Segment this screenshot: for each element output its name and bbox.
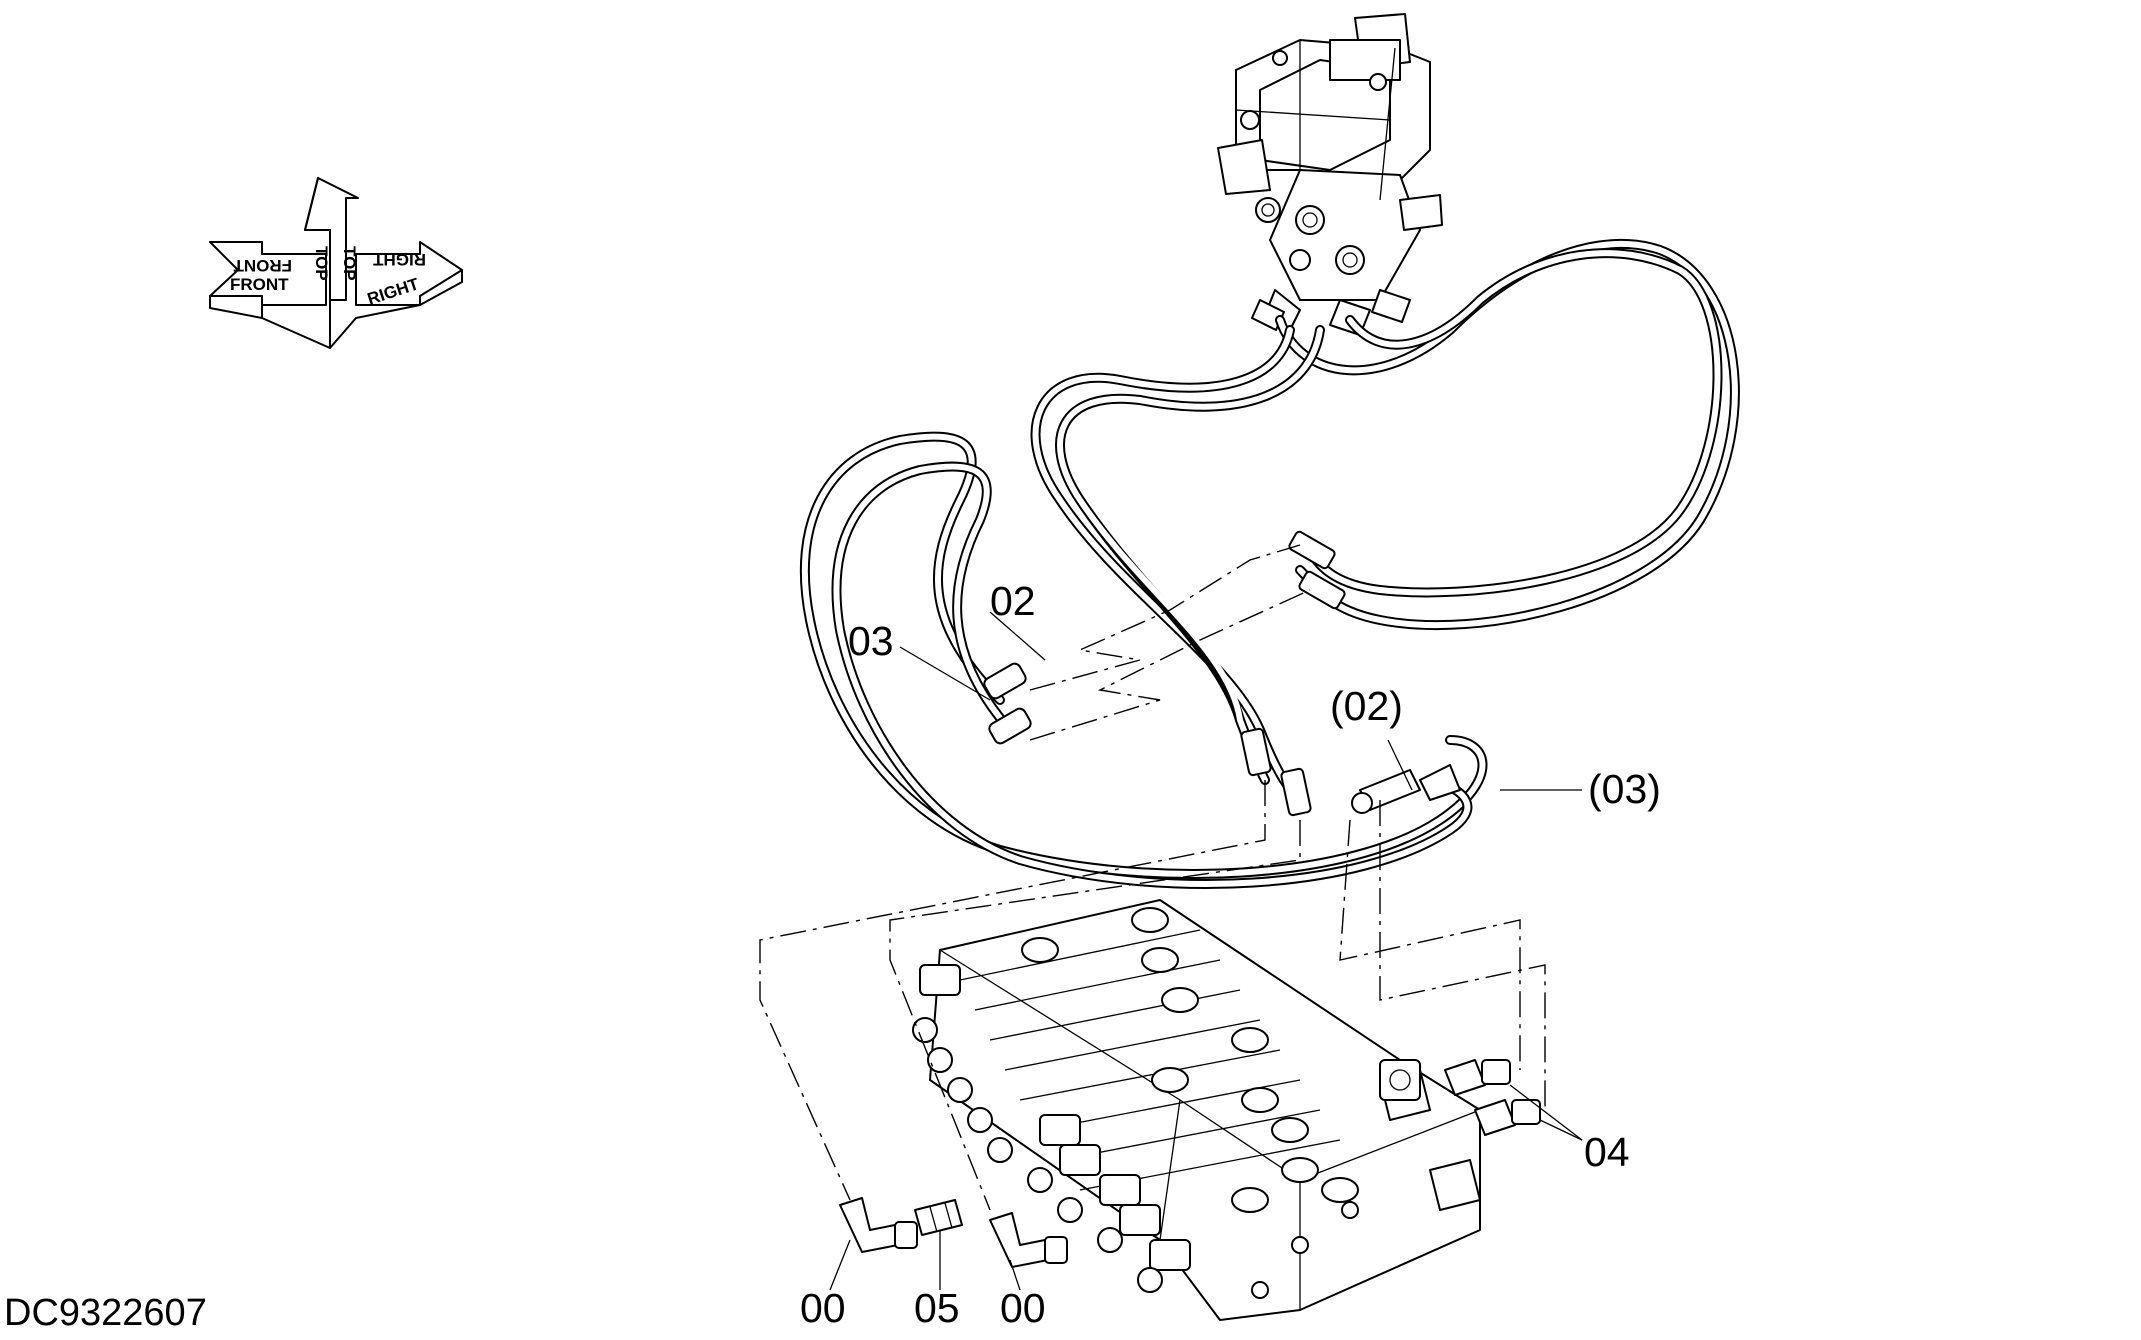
orientation-arrow-icon: FRONT FRONT TOP TOP RIGHT RIGHT bbox=[209, 177, 463, 349]
label-hose-03: 03 bbox=[848, 618, 894, 664]
top-arrow-label: TOP bbox=[312, 246, 331, 281]
right-arrow-label-mirror: RIGHT bbox=[373, 250, 427, 269]
adapter-fitting-icon bbox=[1444, 1059, 1541, 1136]
label-hose-02: 02 bbox=[990, 578, 1036, 624]
front-arrow-label-mirror: FRONT bbox=[233, 256, 292, 275]
top-arrow-label-2: TOP bbox=[340, 246, 359, 281]
label-elbow-00-right: 00 bbox=[1000, 1285, 1046, 1331]
label-adapter-04: 04 bbox=[1584, 1129, 1630, 1175]
label-elbow-00-left: 00 bbox=[800, 1285, 846, 1331]
front-arrow-label: FRONT bbox=[230, 275, 289, 294]
elbow-fitting-icon bbox=[839, 1197, 918, 1253]
drawing-id: DC9322607 bbox=[4, 1292, 207, 1334]
control-valve-icon bbox=[912, 899, 1481, 1321]
pump-unit-icon bbox=[1217, 13, 1443, 336]
label-fitting-05: 05 bbox=[914, 1285, 960, 1331]
label-hose-03-ref: (03) bbox=[1588, 766, 1661, 812]
assembly-center-lines bbox=[759, 544, 1546, 1211]
hose-end-fittings bbox=[983, 530, 1461, 817]
fitting-05-icon bbox=[914, 1199, 963, 1236]
elbow-fitting-icon bbox=[989, 1212, 1068, 1268]
leader-lines bbox=[829, 611, 1583, 1291]
label-hose-02-ref: (02) bbox=[1330, 683, 1403, 729]
